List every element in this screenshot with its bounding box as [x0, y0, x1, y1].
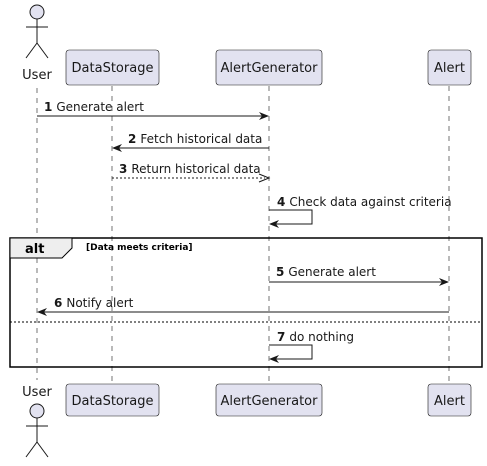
- participants-bottom: User DataStorage AlertGenerator Alert: [22, 383, 472, 458]
- actor-label: User: [22, 68, 52, 83]
- fragment-keyword: alt: [25, 242, 44, 257]
- message-text: Return historical data: [131, 162, 260, 176]
- actor-icon: [25, 403, 49, 458]
- arrowhead: [259, 112, 269, 120]
- message-number: 1: [44, 100, 52, 114]
- fragment-frame: [9, 237, 483, 368]
- lifelines: [36, 86, 450, 384]
- arrowhead: [439, 278, 449, 286]
- message-2: 2 Fetch historical data: [112, 132, 269, 152]
- message-text: Generate alert: [288, 265, 376, 279]
- message-arrow: [269, 209, 313, 225]
- message-number: 2: [128, 132, 136, 146]
- participant-alertgenerator-top: AlertGenerator: [215, 49, 323, 86]
- arrowhead: [258, 173, 271, 183]
- participant-datastorage-top: DataStorage: [65, 49, 160, 86]
- message-label: 5 Generate alert: [276, 265, 376, 279]
- arrowhead: [269, 220, 279, 228]
- participant-box: [215, 49, 323, 86]
- message-number: 6: [54, 296, 62, 310]
- message-label: 6 Notify alert: [54, 296, 134, 310]
- actor-icon: [25, 4, 49, 59]
- participant-box: [65, 383, 160, 417]
- arrowhead: [112, 144, 122, 152]
- message-text: do nothing: [289, 330, 354, 344]
- participant-label: DataStorage: [72, 394, 154, 409]
- message-number: 4: [277, 195, 285, 209]
- participant-label: AlertGenerator: [221, 394, 319, 409]
- message-label: 4 Check data against criteria: [277, 195, 452, 209]
- message-number: 3: [119, 162, 127, 176]
- participant-alert-bottom: Alert: [427, 383, 472, 417]
- message-4: 4 Check data against criteria: [269, 195, 452, 228]
- message-3: 3 Return historical data: [112, 162, 271, 183]
- participant-label: AlertGenerator: [221, 61, 319, 76]
- message-7: 7 do nothing: [269, 330, 354, 363]
- message-label: 3 Return historical data: [119, 162, 261, 176]
- participant-label: Alert: [434, 61, 465, 76]
- alt-fragment: alt [Data meets criteria]: [9, 237, 483, 368]
- arrowhead: [37, 308, 47, 316]
- message-1: 1 Generate alert: [37, 100, 269, 120]
- participant-label: Alert: [434, 394, 465, 409]
- message-arrow: [269, 344, 313, 360]
- message-5: 5 Generate alert: [269, 265, 449, 286]
- participant-alertgenerator-bottom: AlertGenerator: [215, 383, 323, 417]
- fragment-tab: [9, 237, 73, 259]
- participant-box: [65, 49, 160, 86]
- actor-user-top: User: [22, 4, 52, 83]
- actor-label: User: [22, 385, 52, 400]
- message-number: 7: [277, 330, 285, 344]
- message-text: Check data against criteria: [289, 195, 451, 209]
- participant-datastorage-bottom: DataStorage: [65, 383, 160, 417]
- participants-top: User DataStorage AlertGenerator Alert: [22, 4, 472, 86]
- actor-user-bottom: User: [22, 385, 52, 458]
- participant-box: [215, 383, 323, 417]
- participant-box: [427, 383, 472, 417]
- message-label: 1 Generate alert: [44, 100, 144, 114]
- message-text: Notify alert: [66, 296, 133, 310]
- participant-label: DataStorage: [72, 61, 154, 76]
- message-label: 7 do nothing: [277, 330, 354, 344]
- message-text: Generate alert: [56, 100, 144, 114]
- message-6: 6 Notify alert: [37, 296, 449, 316]
- participant-box: [427, 49, 472, 86]
- message-label: 2 Fetch historical data: [128, 132, 262, 146]
- fragment-guard: [Data meets criteria]: [86, 243, 193, 253]
- participant-alert-top: Alert: [427, 49, 472, 86]
- message-text: Fetch historical data: [140, 132, 262, 146]
- arrowhead: [269, 355, 279, 363]
- message-number: 5: [276, 265, 284, 279]
